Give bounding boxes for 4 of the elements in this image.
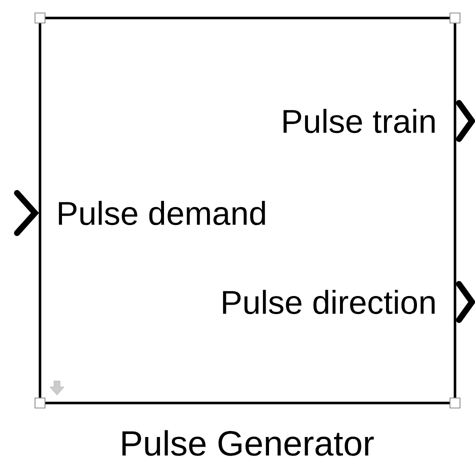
port-label: Pulse train — [284, 108, 435, 134]
block-name: Pulse Generator — [122, 430, 374, 456]
port-label: Pulse direction — [223, 290, 435, 314]
port-label: Pulse demand — [58, 200, 265, 226]
